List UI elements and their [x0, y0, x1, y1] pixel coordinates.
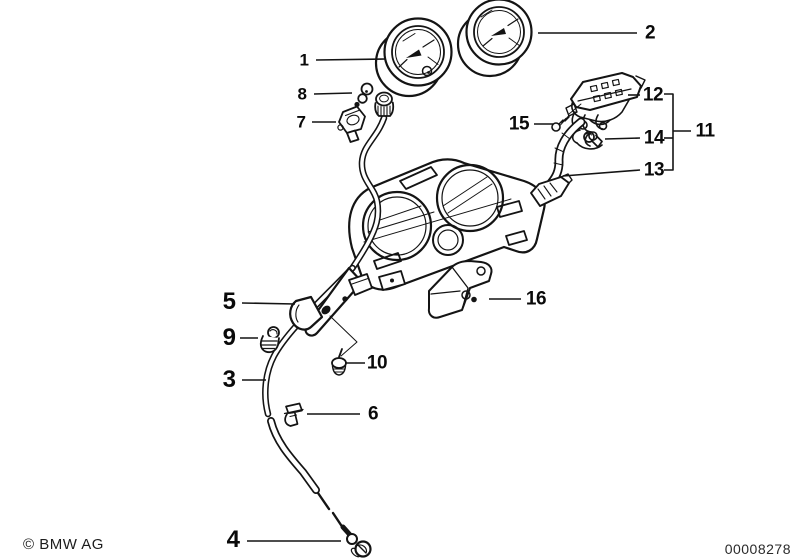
- bulb-holder-7: [337, 101, 366, 143]
- drawing-number: 00008278: [724, 541, 791, 557]
- instrument-housing: [348, 158, 546, 291]
- bulb-14: [583, 131, 603, 148]
- callout-14[interactable]: 14: [643, 127, 665, 149]
- callout-11[interactable]: 11: [695, 120, 715, 142]
- bulb-8: [357, 82, 374, 104]
- screw-15: [551, 103, 582, 132]
- callout-3[interactable]: 3: [222, 366, 236, 393]
- speedometer-cable-lower: [262, 264, 356, 530]
- mounting-arm-clamp-5: [289, 266, 373, 357]
- callout-5[interactable]: 5: [222, 288, 236, 315]
- gauge-2: [456, 0, 533, 78]
- callout-10[interactable]: 10: [366, 352, 388, 374]
- callout-6[interactable]: 6: [367, 403, 379, 425]
- grommet-9: [259, 326, 280, 354]
- callout-13[interactable]: 13: [643, 159, 665, 181]
- ribbon-cable-13: [546, 117, 586, 188]
- callout-1[interactable]: 1: [299, 50, 309, 70]
- callout-12[interactable]: 12: [642, 84, 664, 106]
- connector-plug-13: [530, 173, 573, 207]
- leader-lines: [240, 32, 641, 542]
- gauge-1: [374, 17, 453, 98]
- callout-7[interactable]: 7: [296, 112, 306, 132]
- callout-9[interactable]: 9: [222, 324, 236, 351]
- cable-clip-6: [283, 402, 304, 427]
- group-bracket-11: [664, 93, 691, 171]
- callout-16[interactable]: 16: [525, 288, 547, 310]
- copyright-notice: © BMW AG: [23, 536, 104, 553]
- callout-8[interactable]: 8: [297, 84, 307, 104]
- callout-2[interactable]: 2: [644, 22, 656, 44]
- circuit-board-12: [570, 72, 646, 111]
- speedometer-cable-upper: [349, 114, 388, 272]
- bracket-16: [427, 260, 493, 319]
- callout-15[interactable]: 15: [508, 113, 530, 135]
- cable-end-fitting-4: [340, 524, 372, 558]
- callout-4[interactable]: 4: [226, 526, 240, 553]
- cable-nut-connector: [374, 91, 395, 117]
